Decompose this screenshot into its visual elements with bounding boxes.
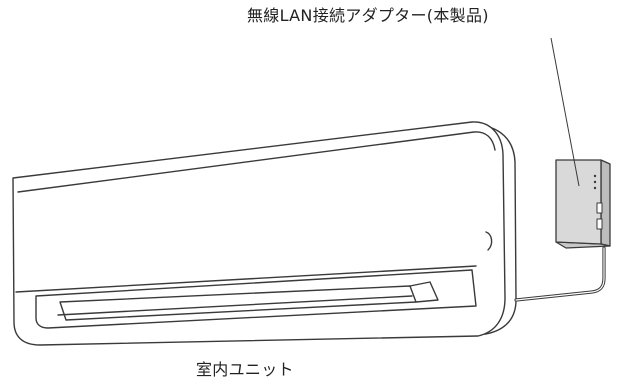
indoor-unit-front-panel-edge — [15, 265, 477, 293]
adapter-button-lower — [596, 218, 603, 230]
indoor-unit — [12, 121, 517, 346]
adapter-button-upper — [596, 202, 603, 214]
indoor-unit-louver-line — [57, 295, 413, 316]
indoor-unit-outlet-corner — [409, 281, 439, 303]
adapter-label: 無線LAN接続アダプター(本製品) — [247, 6, 489, 25]
indoor-unit-side-bump — [485, 231, 493, 251]
adapter-front-face — [555, 159, 602, 245]
adapter-leader-line — [550, 37, 580, 187]
adapter-led-3 — [593, 186, 597, 190]
indoor-unit-label: 室内ユニット — [196, 360, 294, 379]
wireless-lan-adapter — [555, 159, 611, 249]
adapter-led-1 — [593, 174, 597, 178]
adapter-led-2 — [593, 180, 597, 184]
indoor-unit-top-edge — [17, 131, 496, 193]
connection-cable-core — [515, 247, 605, 301]
